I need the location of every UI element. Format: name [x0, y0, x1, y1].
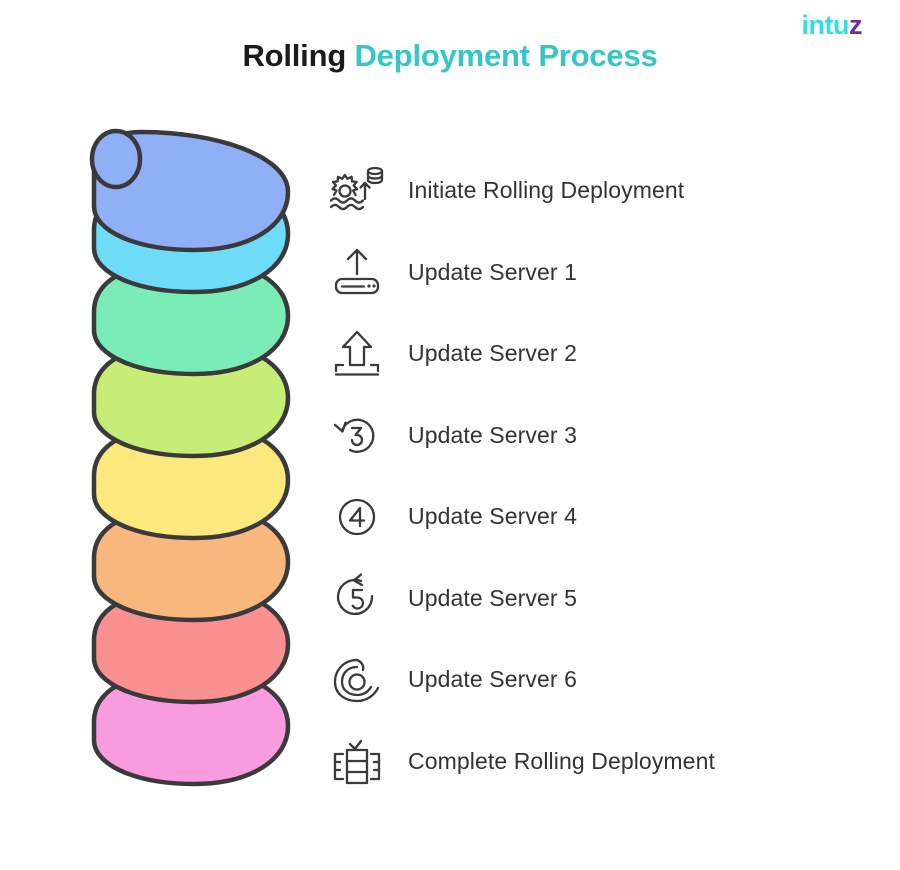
- intuz-logo: intuz: [801, 10, 863, 40]
- step-label: Update Server 2: [408, 340, 577, 367]
- step-label: Update Server 5: [408, 584, 577, 611]
- step-row: Update Server 6: [326, 639, 886, 721]
- step-row: Update Server 5: [326, 558, 886, 640]
- step-row: Initiate Rolling Deployment: [326, 150, 886, 232]
- step-label: Update Server 3: [408, 421, 577, 448]
- step-label: Update Server 1: [408, 258, 577, 285]
- steps-list: Initiate Rolling Deployment Update Serve…: [326, 150, 886, 802]
- upload-outline-arrow-icon: [326, 326, 388, 382]
- page-title-part-a: Rolling: [242, 38, 355, 73]
- rolling-deployment-spiral: [76, 126, 306, 806]
- logo-text-primary: intu: [801, 10, 850, 40]
- logo-text-accent: z: [849, 10, 863, 40]
- step-label: Update Server 6: [408, 666, 577, 693]
- step-row: Complete Rolling Deployment: [326, 721, 886, 803]
- step-row: Update Server 1: [326, 232, 886, 314]
- gear-waves-database-upload-icon: [326, 163, 388, 219]
- server-upload-arrow-icon: [326, 244, 388, 300]
- step-row: Update Server 4: [326, 476, 886, 558]
- coil-top-cap: [89, 128, 143, 190]
- spiral-swirl-icon: [326, 652, 388, 708]
- server-rack-check-icon: [326, 733, 388, 789]
- step-label: Complete Rolling Deployment: [408, 747, 715, 774]
- step-row: Update Server 2: [326, 313, 886, 395]
- page-title-part-b: Deployment Process: [354, 38, 658, 73]
- step-row: Update Server 3: [326, 395, 886, 477]
- step-label: Update Server 4: [408, 503, 577, 530]
- step-label: Initiate Rolling Deployment: [408, 177, 685, 204]
- page-title: Rolling Deployment Process: [0, 38, 900, 74]
- rotate-number-5-icon: [326, 570, 388, 626]
- refresh-number-3-icon: [326, 407, 388, 463]
- circle-number-4-icon: [326, 489, 388, 545]
- coil-band-1: [91, 129, 291, 253]
